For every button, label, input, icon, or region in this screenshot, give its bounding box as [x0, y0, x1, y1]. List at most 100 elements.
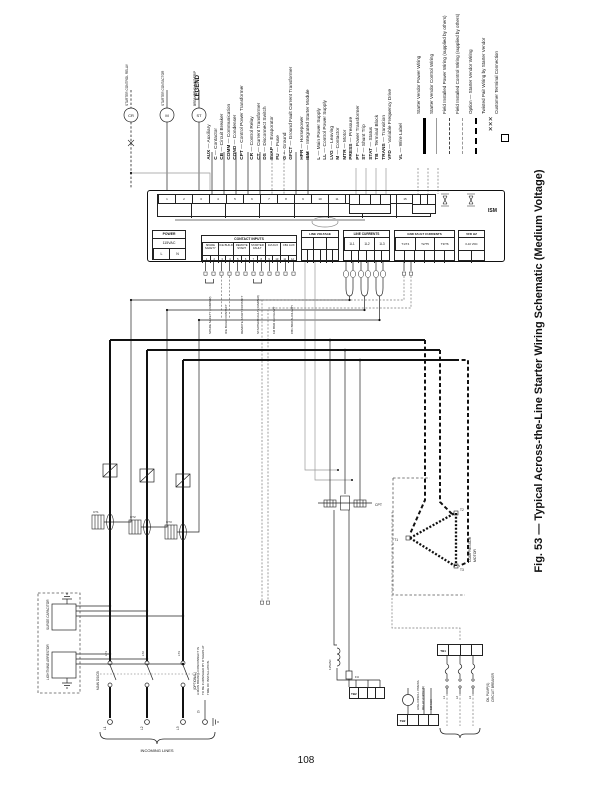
contact-label: REMOTE START CONTACT	[240, 296, 244, 334]
legend-abbr: STAT	[368, 148, 374, 160]
install-note-line: TIME OF INSTALLATION.	[206, 660, 210, 695]
line-style-label: Twisted Pair Wiring by Starter Vendor	[481, 37, 486, 114]
tb1-strip: TB1	[437, 644, 483, 656]
line-style-label: Customer Terminal Connection	[494, 51, 499, 114]
starter-contactor-label: STARTER CONTACTOR	[161, 70, 165, 106]
relay-aux-label: 1M AUX	[429, 699, 433, 710]
oil-phase-label: L3	[468, 695, 472, 699]
motor-label: MOTOR	[473, 549, 477, 562]
vfd-hz-header: VFD HZ	[459, 231, 484, 238]
motor-terminal-label: T2	[460, 508, 464, 512]
power-value: 115VAC	[162, 241, 176, 245]
oil-phase-label: L2	[455, 695, 459, 699]
surge-capacitor-label: SURGE CAPACITOR	[46, 599, 50, 630]
wiring-power	[109, 339, 469, 718]
lightning-arrestor-label: LIGHTNING ARRESTOR	[46, 644, 50, 680]
legend-def: Contactor	[336, 127, 342, 149]
power-terminal: N	[169, 249, 185, 260]
legend-def: Integrated Starter Module	[306, 89, 312, 144]
legend-def: Status	[368, 127, 374, 141]
oil-pump-label: OIL PUMP(S)	[486, 683, 490, 702]
terminal-cell: 11	[328, 195, 345, 203]
line-current-cell: 1L1	[344, 238, 359, 250]
terminal-cell: 6	[241, 256, 249, 263]
cpt-secondary-label: 115VAC	[328, 658, 332, 670]
junction-dots	[108, 171, 381, 666]
line-voltage-header: LINE VOLTAGE	[302, 231, 338, 238]
field-boundaries	[37, 477, 465, 694]
terminal-cell: 10	[272, 256, 280, 263]
cpt-winding-icons	[323, 495, 367, 511]
legend-def: Ground Fault Current Transformer	[289, 66, 295, 140]
terminal-cell: 3	[192, 195, 209, 203]
tb2-relay-tag: TB2	[398, 715, 408, 725]
install-note-line: A MAIN BRANCH DISCONNECT IS	[196, 647, 200, 695]
legend-abbr: CPT	[239, 150, 245, 160]
legend-line-style: Field Installed Power Wiring (supplied b…	[442, 2, 459, 160]
terminal-cell: 2	[209, 256, 218, 263]
terminal-cell: 12	[288, 256, 296, 263]
oil-pump-label: CIRCUIT BREAKER	[491, 672, 495, 702]
wiring-dashed	[127, 90, 135, 188]
legend-item: VL — Wire Label	[398, 123, 404, 160]
line-style-sample-icon	[475, 118, 477, 154]
legend-abbr: CB	[220, 153, 226, 160]
legend-abbr: ST	[362, 153, 368, 160]
line-style-sample-icon	[488, 118, 496, 154]
line-style-sample-icon	[423, 118, 426, 154]
contact-label: CB1 BKR AUXILIARY	[290, 305, 294, 334]
line-terminal-label: L1	[103, 726, 107, 730]
line-style-sample-icon	[436, 118, 437, 154]
vfd-hz-box: VFD HZ 0-10 VDC	[458, 230, 485, 263]
legend-abbr: GFCT	[289, 146, 295, 160]
surge-capacitor-box	[51, 603, 77, 631]
legend-items: AUX — Auxiliary C — Contactor CB — Circu…	[207, 2, 411, 162]
line-style-label: Option — Starter Vendor Wiring	[468, 49, 473, 114]
ism-aux-strip-a	[349, 194, 391, 214]
vfd-hz-value: 0-10 VDC	[465, 242, 478, 246]
legend-abbr: TB	[375, 153, 381, 160]
customer-terminal-squares	[203, 271, 413, 605]
terminal-cell: 8	[277, 195, 294, 203]
terminal-cell: 5	[226, 195, 243, 203]
legend-def: Communication	[226, 104, 232, 138]
terminal-cell: 9	[264, 256, 273, 263]
motor-label: COMPRESSOR	[468, 536, 472, 562]
fuse-icon	[345, 670, 353, 680]
legend-abbr: C	[213, 156, 219, 160]
legend-def: Shunt Trip	[362, 124, 368, 147]
terminal-cell: 15	[396, 195, 413, 203]
line-voltage-box: LINE VOLTAGE	[301, 230, 339, 263]
breaker-contact-icons	[445, 678, 475, 689]
contactor-coil-icon	[159, 107, 175, 123]
legend-abbr: CR	[250, 153, 256, 160]
lightning-arrestor-box	[51, 651, 77, 679]
terminal-cell: 4	[225, 256, 233, 263]
terminal-cell: 7	[260, 195, 277, 203]
line-style-label: Field Installed Power Wiring (supplied b…	[442, 15, 447, 114]
contact-label: SPARE SAFETY (JUMPER)	[208, 296, 212, 334]
transformer-icon	[441, 193, 475, 207]
optional-label: (OPTIONAL)	[193, 672, 197, 690]
legend-def: Disconnect Switch	[263, 106, 269, 146]
line-terminal-label: L2	[140, 726, 144, 730]
shunt-circle-letter: ST	[196, 113, 202, 118]
legend-def: Current Transformer	[256, 102, 262, 147]
legend-abbr: G	[282, 156, 288, 160]
line-terminal-label: L3	[176, 726, 180, 730]
legend-abbr: TRANS	[381, 143, 387, 160]
main-ds-label: MAIN DS/CB	[96, 671, 100, 690]
legend-abbr: HPR	[299, 149, 305, 160]
terminal-cell: 7	[248, 256, 257, 263]
press-relay-label: HIGH DISCH. PRESS.	[416, 679, 420, 710]
component-glyphs	[51, 107, 481, 745]
terminal-cell: 11	[280, 256, 288, 263]
shunt-trip-coil-icon	[191, 107, 207, 123]
legend-line-styles: Starter Vendor Power Wiring Starter Vend…	[416, 2, 511, 162]
shunt-trip-label: BREAKER SHUNT TRIP	[193, 71, 197, 106]
ct-label: CT3	[166, 520, 172, 524]
terminal-cell: 1	[158, 195, 175, 203]
contact-input-cell: SPARE SAFETY	[202, 243, 218, 255]
